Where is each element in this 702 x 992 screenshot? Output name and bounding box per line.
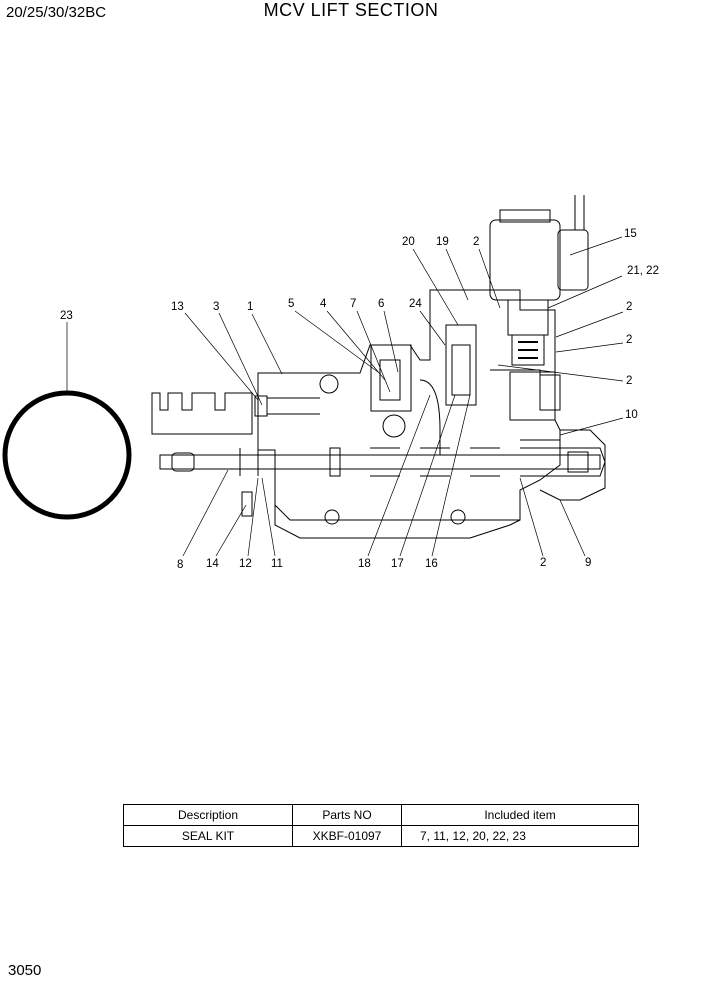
callout-20: 20 [402, 236, 415, 248]
callout-2-right-3: 2 [626, 375, 632, 387]
page-number: 3050 [8, 962, 42, 979]
callout-2-right-2: 2 [626, 334, 632, 346]
callout-5: 5 [288, 298, 294, 310]
table-header-row: Description Parts NO Included item [123, 804, 639, 826]
callout-23: 23 [60, 310, 73, 322]
o-ring-part [2, 390, 132, 520]
callout-17: 17 [391, 558, 404, 570]
callout-15: 15 [624, 228, 637, 240]
callout-13: 13 [171, 301, 184, 313]
parts-table: Description Parts NO Included item SEAL … [123, 804, 639, 847]
column-header-description: Description [123, 804, 293, 826]
callout-11: 11 [271, 558, 283, 570]
cell-parts-no: XKBF-01097 [292, 825, 402, 847]
cell-description: SEAL KIT [123, 825, 293, 847]
callout-8: 8 [177, 559, 183, 571]
callout-21-22: 21, 22 [627, 265, 659, 277]
callout-16: 16 [425, 558, 438, 570]
callout-1: 1 [247, 301, 253, 313]
callout-10: 10 [625, 409, 638, 421]
callout-2-right-1: 2 [626, 301, 632, 313]
callout-14: 14 [206, 558, 219, 570]
callout-19: 19 [436, 236, 449, 248]
model-label: 20/25/30/32BC [6, 4, 107, 21]
cell-included-item: 7, 11, 12, 20, 22, 23 [401, 825, 639, 847]
callout-4: 4 [320, 298, 327, 310]
page-title: MCV LIFT SECTION [263, 0, 439, 20]
callout-2-top: 2 [473, 236, 479, 248]
callout-18: 18 [358, 558, 371, 570]
column-header-included-item: Included item [401, 804, 639, 826]
callout-9: 9 [585, 557, 591, 569]
callout-6: 6 [378, 298, 384, 310]
callout-2-bottom: 2 [540, 557, 546, 569]
callout-12: 12 [239, 558, 252, 570]
callout-3: 3 [213, 301, 219, 313]
callout-24: 24 [409, 298, 422, 310]
table-row: SEAL KIT XKBF-01097 7, 11, 12, 20, 22, 2… [123, 825, 639, 847]
column-header-parts-no: Parts NO [292, 804, 402, 826]
callout-7: 7 [350, 298, 356, 310]
